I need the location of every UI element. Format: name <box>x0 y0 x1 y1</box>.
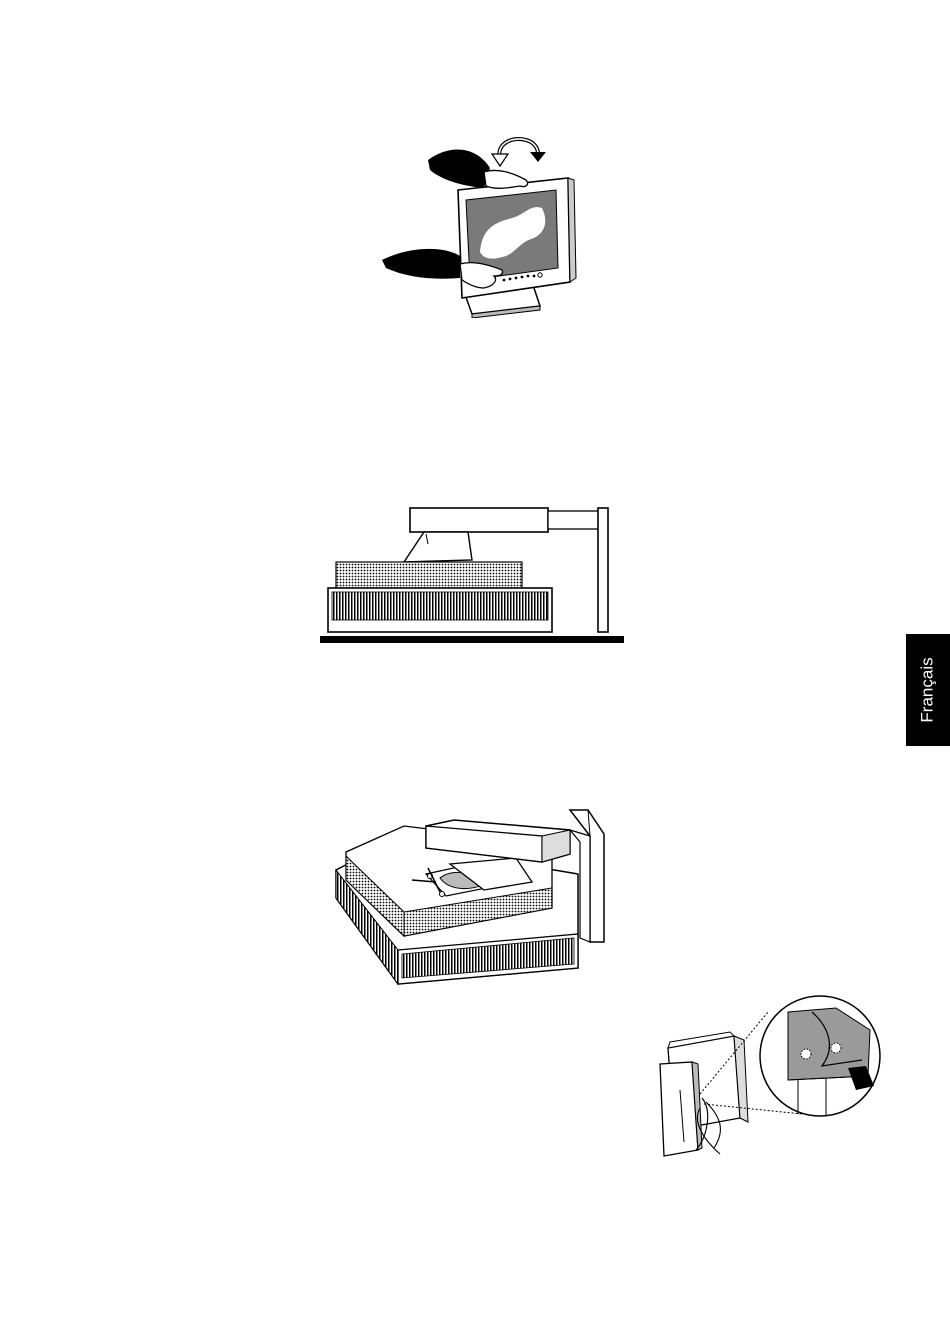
monitor-stand-removal-icon <box>334 808 616 988</box>
monitor-face-down-side-icon <box>318 500 630 650</box>
language-tab-label: Français <box>918 657 938 722</box>
language-tab: Français <box>906 634 950 746</box>
monitor-tilt-hands-icon <box>380 128 580 318</box>
monitor-cable-connection-icon <box>656 990 886 1158</box>
